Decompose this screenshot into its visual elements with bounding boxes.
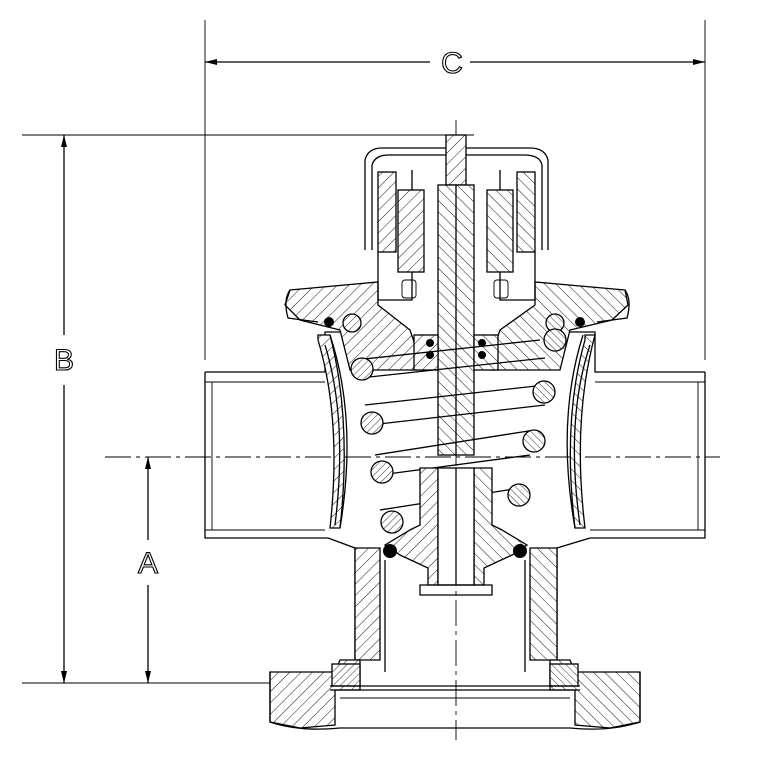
valve-body (204, 331, 706, 730)
oring-right-top (575, 317, 585, 327)
valve-plug (383, 467, 529, 596)
dimension-b-label: B (54, 344, 74, 377)
dimension-lines (22, 20, 706, 684)
valve-stem (413, 184, 499, 456)
dimension-a-label: A (138, 547, 158, 580)
spring (350, 328, 567, 534)
dimension-c-label: C (441, 47, 463, 80)
oring-right-seat (513, 544, 527, 558)
bonnet (284, 281, 630, 371)
top-cap (364, 134, 549, 301)
oring-left-top (324, 317, 334, 327)
oring-left-seat (383, 544, 397, 558)
